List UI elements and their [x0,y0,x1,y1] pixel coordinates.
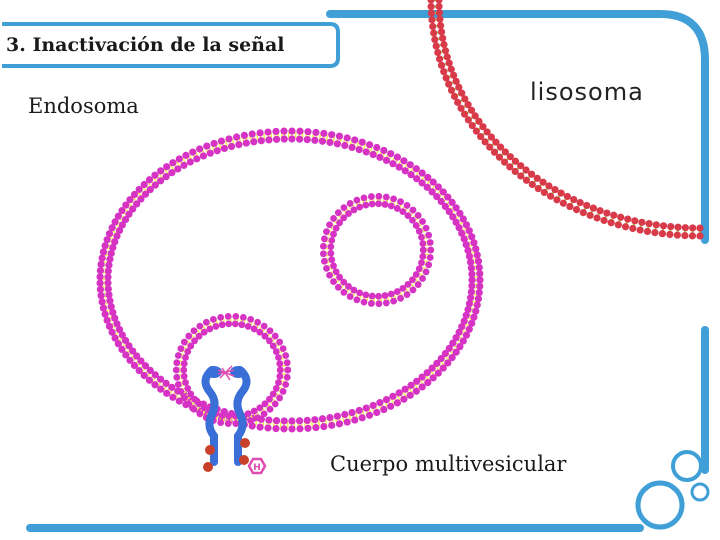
hexagon-ligand-icon: H [247,457,267,475]
slide-title: 3. Inactivación de la señal [6,34,285,56]
lysosome-label: lisosoma [530,78,644,106]
internal-vesicle-membrane [319,192,435,308]
bubble-decoration-icon [635,450,710,530]
budding-vesicle-membrane [172,312,292,428]
title-box [2,22,340,68]
frame-border [326,10,709,244]
phosphate-dots [203,438,250,472]
receptor-icon [201,366,251,466]
multivesicular-body-label: Cuerpo multivesicular [330,452,567,476]
endosome-label: Endosoma [28,94,139,118]
lysosome-membrane [427,0,704,240]
membranes [96,0,704,433]
ligand-icon [217,365,235,381]
svg-text:H: H [253,463,261,473]
